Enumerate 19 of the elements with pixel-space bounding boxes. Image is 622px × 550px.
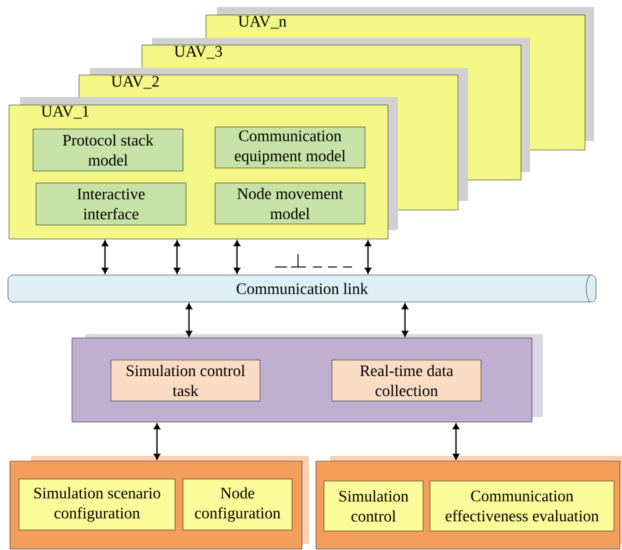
arrow <box>102 240 108 274</box>
arrow <box>154 423 160 460</box>
module-box: Simulation scenario configuration <box>18 478 176 530</box>
arrow <box>174 240 180 274</box>
module-box: Simulation control task <box>110 360 260 402</box>
arrow <box>364 240 372 274</box>
module-box: Simulation control <box>324 480 424 532</box>
arrow <box>452 423 460 460</box>
module-box: Communication equipment model <box>214 126 366 168</box>
module-box: Node movement model <box>214 182 366 224</box>
arrow <box>402 303 408 337</box>
module-box: Node configuration <box>182 478 292 530</box>
module-box: Protocol stack model <box>32 128 184 172</box>
module-box: Interactive interface <box>36 182 186 226</box>
link-cylinder: Communication link <box>8 274 596 302</box>
arrow <box>234 240 240 274</box>
arrow <box>186 303 192 337</box>
module-box: Real-time data collection <box>332 360 482 402</box>
module-box: Communication effectiveness evaluation <box>430 480 614 532</box>
